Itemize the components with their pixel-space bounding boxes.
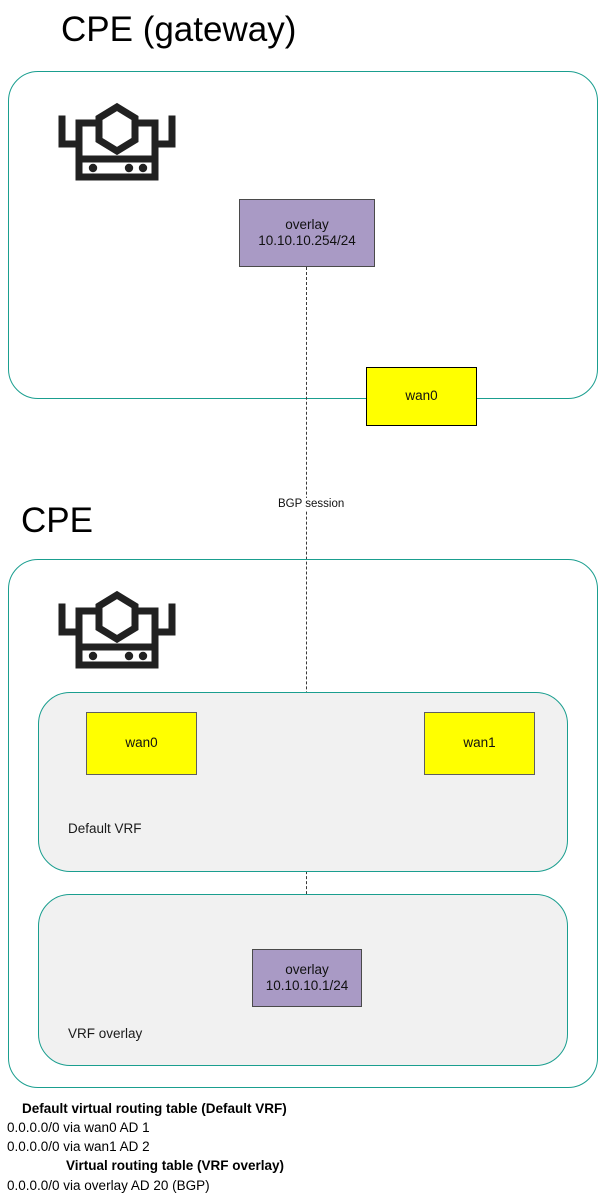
router-firewall-icon bbox=[58, 102, 176, 181]
interface-name: overlay bbox=[285, 961, 329, 977]
routing-table-entry: 0.0.0.0/0 via wan1 AD 2 bbox=[7, 1139, 150, 1155]
cpe-device-container bbox=[8, 559, 598, 1088]
routing-table-heading-default: Default virtual routing table (Default V… bbox=[22, 1101, 287, 1116]
interface-wan0-gateway[interactable]: wan0 bbox=[366, 367, 477, 426]
interface-name: wan0 bbox=[405, 388, 438, 404]
interface-overlay-cpe[interactable]: overlay 10.10.10.1/24 bbox=[252, 949, 362, 1007]
bgp-session-link bbox=[306, 267, 307, 949]
routing-table-entry: 0.0.0.0/0 via wan0 AD 1 bbox=[7, 1120, 150, 1136]
routing-table-heading-overlay: Virtual routing table (VRF overlay) bbox=[66, 1158, 285, 1174]
interface-wan1-cpe[interactable]: wan1 bbox=[424, 712, 535, 775]
routing-tables: Default virtual routing table (Default V… bbox=[0, 1099, 606, 1195]
interface-name: wan1 bbox=[463, 735, 496, 751]
interface-name: wan0 bbox=[125, 735, 158, 751]
section-title-cpe: CPE bbox=[21, 501, 93, 540]
gateway-device-container bbox=[8, 71, 598, 399]
bgp-session-label: BGP session bbox=[276, 498, 347, 510]
routing-table-entry: 0.0.0.0/0 via overlay AD 20 (BGP) bbox=[7, 1177, 210, 1193]
section-title-gateway: CPE (gateway) bbox=[61, 10, 297, 49]
vrf-default-label: Default VRF bbox=[68, 821, 142, 836]
interface-wan0-cpe[interactable]: wan0 bbox=[86, 712, 197, 775]
interface-overlay-gateway[interactable]: overlay 10.10.10.254/24 bbox=[239, 199, 375, 267]
router-firewall-icon bbox=[58, 590, 176, 669]
interface-address: 10.10.10.1/24 bbox=[265, 978, 349, 993]
vrf-overlay-label: VRF overlay bbox=[68, 1026, 143, 1041]
interface-name: overlay bbox=[285, 216, 329, 232]
interface-address: 10.10.10.254/24 bbox=[258, 233, 356, 248]
